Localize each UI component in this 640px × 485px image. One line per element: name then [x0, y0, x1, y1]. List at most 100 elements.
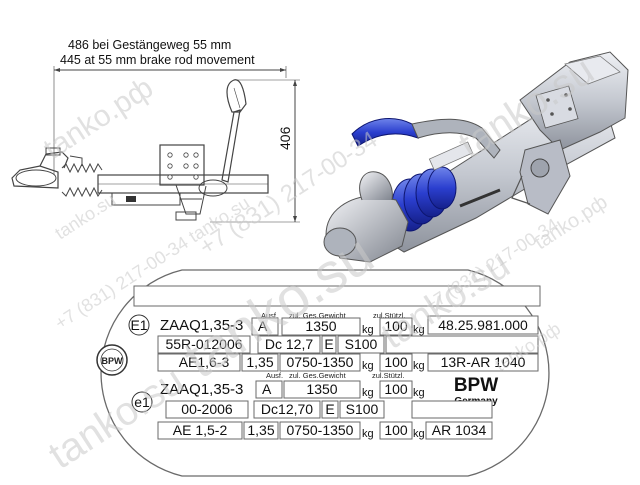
range-unit-bottom: kg — [362, 428, 374, 440]
handbrake-lever-arm — [411, 118, 501, 159]
label-gesgewicht-top: zul. Ges.Gewicht — [289, 311, 347, 320]
side-view-drawing: 486 bei Gestängeweg 55 mm 445 at 55 mm b… — [11, 38, 300, 223]
approval-cell-top — [157, 335, 251, 354]
watermark-4: tanko.su — [51, 190, 119, 244]
label-ausf-bottom: Ausf. — [266, 371, 283, 380]
dc-bottom: Dc12,70 — [261, 401, 313, 417]
ausf-bottom: A — [262, 381, 272, 397]
lower-bracket — [519, 139, 571, 215]
housing-label-plate — [428, 141, 474, 171]
range-load-cell-top — [379, 353, 413, 372]
range-unit-top: kg — [362, 360, 374, 372]
range-load-top: 100 — [384, 354, 408, 370]
e-cell-bottom — [321, 400, 339, 419]
range-load-cell-bottom — [379, 421, 413, 440]
mounting-holes — [167, 152, 199, 180]
approval-mark-circle-top — [128, 314, 150, 336]
label-ausf-top: Ausf. — [261, 311, 278, 320]
coupling-lever-top — [45, 147, 61, 156]
bpw-logo: BPW — [96, 344, 128, 376]
arrowhead-top — [293, 80, 297, 86]
range-load-unit-bottom: kg — [413, 428, 425, 440]
bellows-zigzag — [61, 162, 103, 198]
ausf-cell-bottom — [255, 380, 283, 399]
approval-mark-top: E1 — [130, 317, 147, 333]
e-label-bottom: E — [325, 401, 334, 417]
e-cell-top — [321, 335, 337, 354]
part-number: 48.25.981.000 — [438, 317, 528, 333]
ae-top: AE1,6-3 — [179, 354, 230, 370]
range-top: 0750-1350 — [287, 354, 354, 370]
coupling-head-outline — [11, 165, 59, 189]
ratio-bottom: 1,35 — [247, 422, 274, 438]
handbrake-grip-line — [233, 87, 241, 109]
load-top: 100 — [384, 318, 408, 334]
watermark-1: tanko.рф — [38, 71, 159, 166]
ball-socket — [323, 227, 357, 257]
approval-cell-bottom — [165, 400, 249, 419]
dc-cell-bottom — [253, 400, 321, 419]
brand-name: BPW — [454, 375, 498, 396]
load-cell-bottom — [379, 380, 413, 399]
coupling-render — [323, 51, 629, 263]
weight-cell-top — [281, 317, 361, 336]
ar-cell-top — [427, 353, 539, 372]
blank-cell-bottom-row2 — [411, 400, 493, 419]
range-bottom: 0750-1350 — [287, 422, 354, 438]
approval-mark-circle-bottom — [131, 391, 153, 413]
blank-cell-top-row2 — [385, 335, 539, 354]
weight-unit-bottom: kg — [362, 387, 374, 399]
ratio-cell-top — [241, 353, 279, 372]
coupling-handle-outline — [39, 151, 69, 169]
load-unit-bottom: kg — [413, 387, 425, 399]
s-value-top: S100 — [345, 336, 378, 352]
flange-bolts — [546, 93, 572, 116]
arrowhead-left — [54, 68, 60, 72]
mounting-plate — [159, 144, 205, 186]
range-cell-top — [279, 353, 361, 372]
ar-bottom: AR 1034 — [432, 422, 487, 438]
weight-top: 1350 — [305, 318, 336, 334]
rear-housing-top — [564, 55, 621, 85]
damper-body — [111, 192, 181, 206]
ausf-top: A — [258, 318, 268, 334]
weight-unit-top: kg — [362, 324, 374, 336]
load-bottom: 100 — [384, 381, 408, 397]
flange-plate — [535, 85, 579, 129]
dc-cell-top — [257, 335, 321, 354]
dimension-text-de: 486 bei Gestängeweg 55 mm — [68, 38, 231, 52]
arrowhead-right — [280, 68, 286, 72]
ae-cell-bottom — [157, 421, 243, 440]
height-dimension-text: 406 — [277, 126, 293, 150]
range-cell-bottom — [279, 421, 361, 440]
approval-bottom: 00-2006 — [181, 401, 233, 417]
damper-clamp — [126, 196, 136, 202]
ratio-top: 1,35 — [246, 354, 273, 370]
coupling-ball-socket — [15, 169, 57, 187]
blank-field-top — [133, 285, 541, 307]
type-plate: Ausf. zul. Ges.Gewicht zul.Stützl. E1 ZA… — [96, 269, 550, 477]
arrowhead-bottom — [293, 216, 297, 222]
handbrake-grip — [226, 79, 247, 113]
ae-cell-top — [157, 353, 241, 372]
label-stuetzlast-top: zul.Stützl. — [373, 311, 406, 320]
ratio-cell-bottom — [243, 421, 279, 440]
ae-bottom: AE 1,5-2 — [173, 422, 228, 438]
s-cell-bottom — [339, 400, 385, 419]
ausf-cell-top — [251, 317, 279, 336]
approval-top: 55R-012006 — [165, 336, 242, 352]
axle-eye — [198, 179, 228, 197]
s-value-bottom: S100 — [346, 401, 379, 417]
range-load-bottom: 100 — [384, 422, 408, 438]
type-bottom: ZAAQ1,35-3 — [160, 381, 243, 398]
part-number-cell — [427, 315, 539, 335]
load-cell-top — [379, 317, 413, 336]
logo-text: BPW — [102, 356, 124, 366]
ar-cell-bottom — [425, 421, 493, 440]
s-cell-top — [337, 335, 385, 354]
label-stuetzlast-bottom: zul.Stützl. — [372, 371, 405, 380]
e-label-top: E — [324, 336, 333, 352]
support-leg — [175, 184, 207, 215]
